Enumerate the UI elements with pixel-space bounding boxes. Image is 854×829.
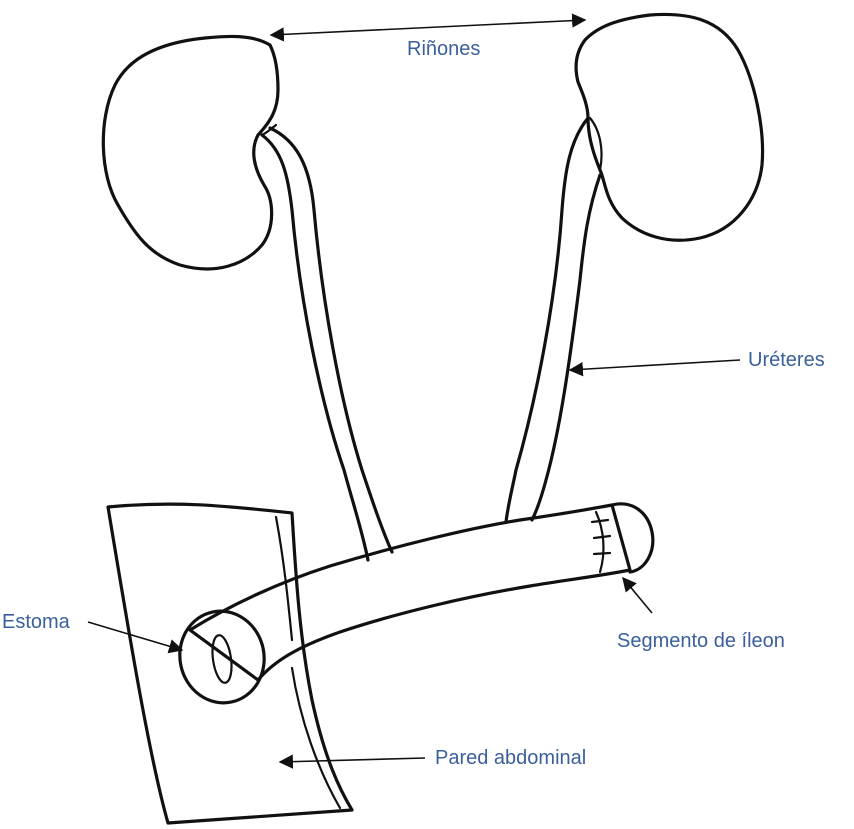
ureters-arrow [568,359,741,377]
abdominal-wall-label: Pared abdominal [435,747,586,769]
kidneys-label: Riñones [407,38,480,60]
abdominal-wall [106,502,354,825]
annotation-arrows [87,13,741,769]
abdominal-wall-arrow [278,754,426,769]
left-ureter [260,126,394,562]
left-kidney [101,34,280,271]
ileum-segment-arrow [622,576,653,614]
ureters-label: Uréteres [748,349,825,371]
kidneys-double-arrow [269,13,587,42]
ileum-segment-label: Segmento de íleon [617,630,785,652]
stoma-arrow [87,621,184,654]
right-ureter [504,116,602,524]
ileum-segment [178,502,655,705]
right-kidney [574,12,765,242]
stoma-label: Estoma [2,611,71,633]
